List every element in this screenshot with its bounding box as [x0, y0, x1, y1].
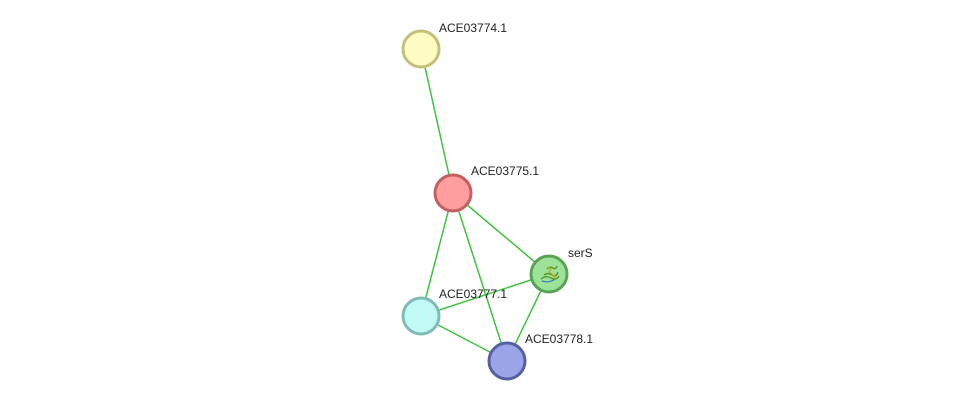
node-circle[interactable]: [401, 296, 441, 336]
edge-ace03775-1-ace03778-1[interactable]: [452, 192, 508, 362]
node-label-ace03775-1: ACE03775.1: [471, 164, 539, 178]
node-circle[interactable]: [401, 29, 441, 69]
edge-sers-ace03777-1[interactable]: [420, 273, 550, 317]
node-ace03778-1[interactable]: [487, 341, 527, 381]
edge-ace03775-1-ace03777-1[interactable]: [420, 192, 454, 317]
node-label-ace03774-1: ACE03774.1: [439, 21, 507, 35]
edge-ace03775-1-sers[interactable]: [452, 192, 550, 275]
node-sers[interactable]: [529, 254, 569, 294]
node-circle[interactable]: [487, 341, 527, 381]
node-ace03774-1[interactable]: [401, 29, 441, 69]
node-label-ace03777-1: ACE03777.1: [439, 287, 507, 301]
node-ace03777-1[interactable]: [401, 296, 441, 336]
protein-structure-icon: [540, 265, 560, 283]
node-label-ace03778-1: ACE03778.1: [525, 332, 593, 346]
node-circle[interactable]: [433, 173, 473, 213]
edge-ace03774-1-ace03775-1[interactable]: [420, 48, 454, 194]
node-label-sers: serS: [568, 246, 593, 260]
nodes-layer: [401, 29, 569, 381]
node-ace03775-1[interactable]: [433, 173, 473, 213]
